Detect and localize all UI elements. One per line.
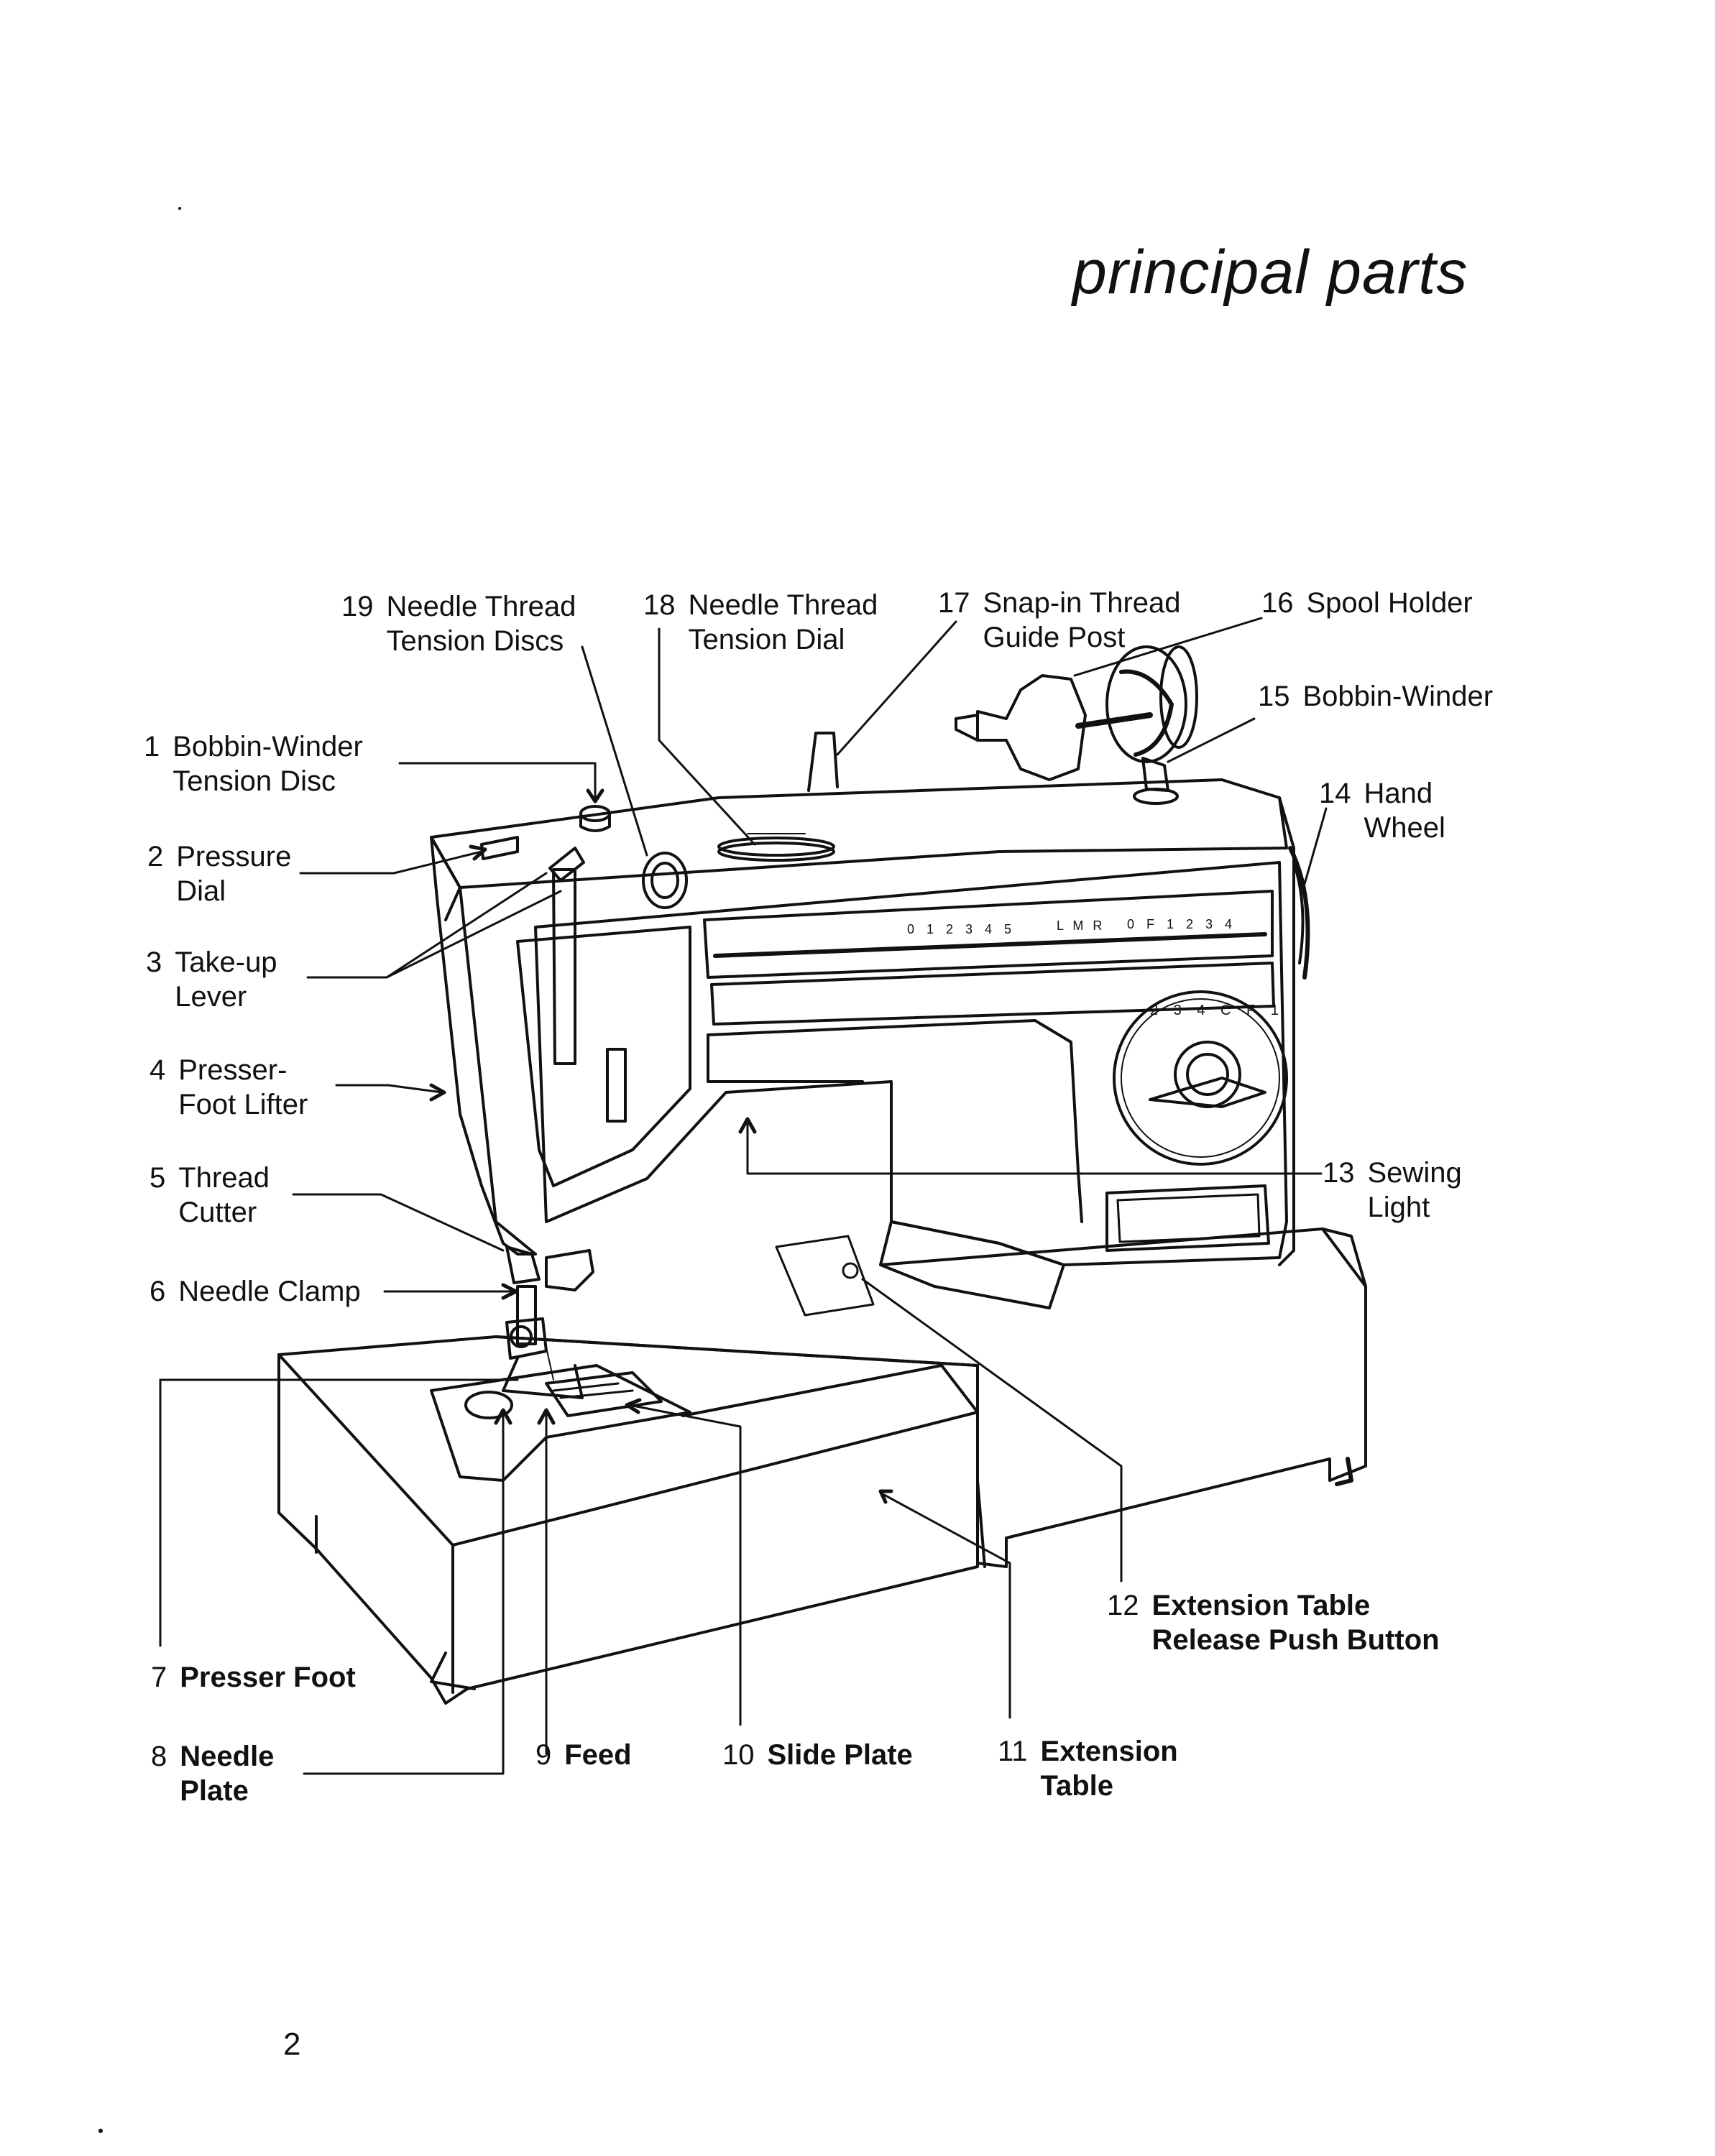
top-controls	[480, 645, 1198, 909]
stitch-width-scale: 0 1 2 3 4 5	[907, 922, 1016, 936]
pattern-dial-marks: 2 3 4 C F 1	[1150, 1003, 1284, 1018]
buttonhole-scale: 0 F 1 2 3 4	[1127, 917, 1237, 931]
needle-assembly	[502, 1245, 594, 1399]
page-number: 2	[283, 2027, 301, 2062]
extension-table	[277, 1335, 986, 1705]
pattern-dial	[1113, 990, 1288, 1166]
leader-lines	[159, 617, 1328, 1775]
base-cabinet	[879, 1227, 1367, 1568]
machine-body	[430, 778, 1310, 1309]
page-title: principal parts	[1072, 238, 1468, 307]
needle-position-scale: L M R	[1057, 918, 1105, 933]
slide-plate	[430, 1235, 875, 1482]
